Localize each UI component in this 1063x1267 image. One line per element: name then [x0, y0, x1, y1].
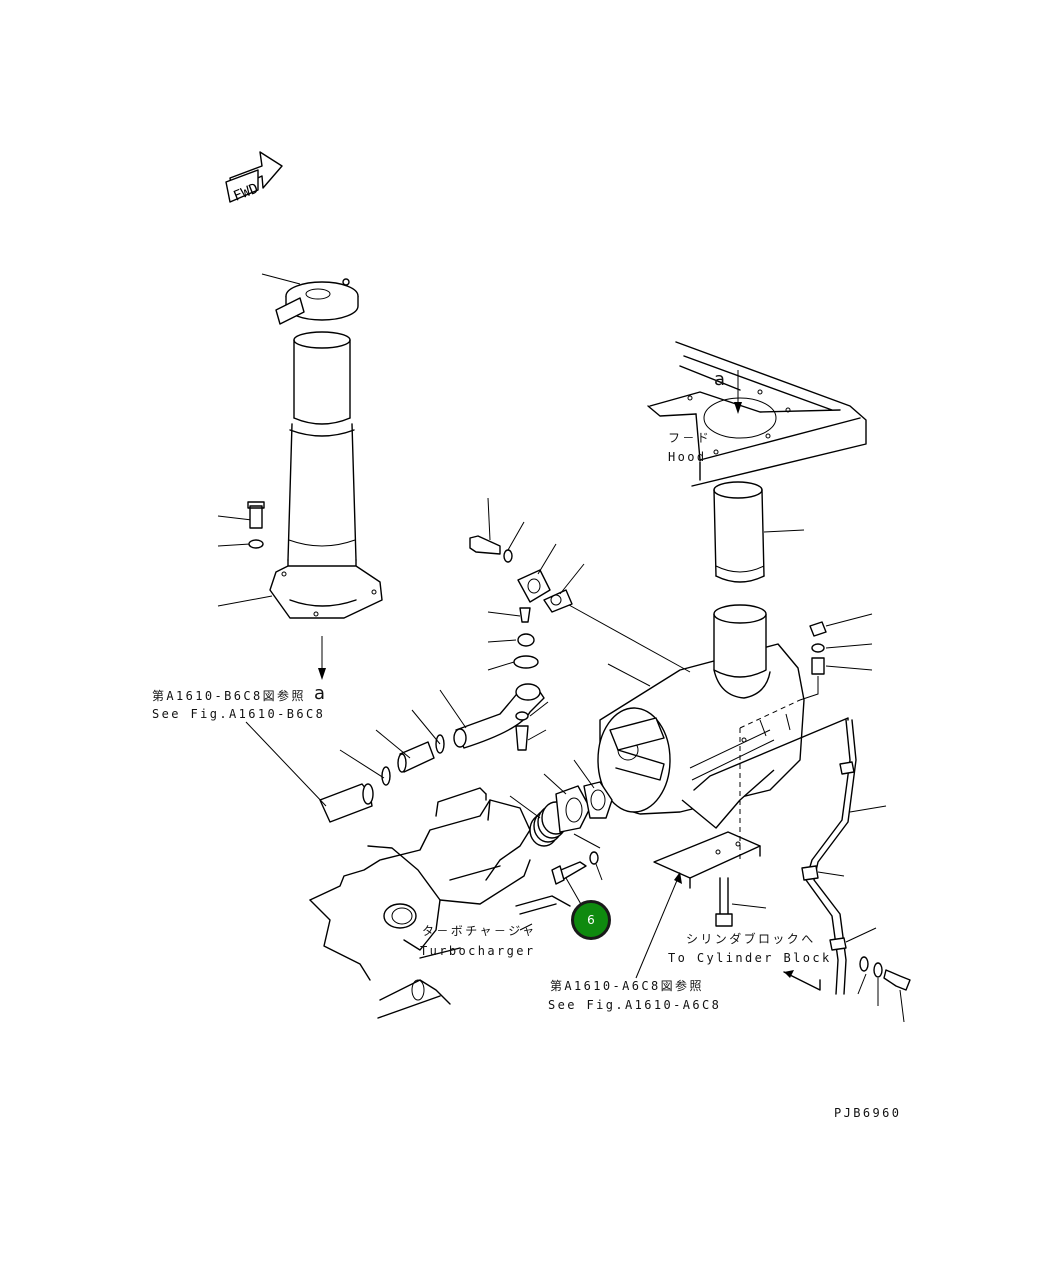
- fwd-arrow-icon: FWD: [225, 151, 283, 205]
- leader-line: [507, 521, 525, 551]
- leader-line: [573, 759, 595, 789]
- leader-line: [825, 643, 873, 649]
- hood-label-jp: フ－ド: [668, 431, 712, 445]
- leader-line: [817, 871, 845, 877]
- washer: [248, 539, 264, 549]
- leader-line: [439, 689, 467, 729]
- leader-line: [217, 515, 253, 521]
- ref-arrow: [783, 971, 821, 991]
- turbo-label-en: Turbocharger: [420, 944, 536, 958]
- stack-pipe: [269, 331, 383, 619]
- leader-line: [857, 973, 867, 995]
- ref-a6c8-label-en: See Fig.A1610-A6C8: [548, 998, 722, 1012]
- bolt-flange-set: [469, 535, 573, 669]
- ref-b6c8-label-en: See Fig.A1610-B6C8: [152, 707, 326, 721]
- ref-arrow: [635, 877, 679, 979]
- view-a-marker: a: [714, 369, 726, 390]
- leader-line: [825, 665, 873, 671]
- leader-line: [487, 611, 521, 617]
- nut-washer-spacer: [809, 621, 827, 675]
- hood-label-en: Hood: [668, 450, 707, 464]
- ref-a6c8-label-jp: 第A1610-A6C8図参照: [550, 979, 704, 993]
- leader-line: [245, 721, 327, 807]
- leader-line: [527, 729, 547, 741]
- leader-line: [849, 805, 887, 813]
- drain-tube: [801, 719, 857, 995]
- leader-line: [339, 749, 385, 779]
- leader-line: [509, 795, 541, 819]
- long-bolt: [715, 877, 733, 927]
- leader-line: [487, 639, 517, 643]
- cylinder-block-label-jp: シリンダブロックへ: [686, 932, 816, 946]
- leader-line: [529, 701, 549, 717]
- bolt-washer: [551, 851, 599, 885]
- leader-line: [537, 543, 557, 575]
- leader-line: [217, 543, 251, 547]
- elbow-pipe: [453, 683, 545, 751]
- leader-line: [595, 863, 603, 881]
- leader-line: [519, 923, 533, 931]
- leader-line: [573, 833, 601, 849]
- tail-pipe: [713, 481, 765, 583]
- leader-line: [899, 989, 905, 1023]
- part-callout-badge[interactable]: 6: [571, 900, 611, 940]
- mounting-bracket: [653, 831, 761, 889]
- bellows-gaskets: [529, 781, 613, 847]
- leader-line: [217, 595, 273, 607]
- washer-bolt-set: [859, 956, 911, 991]
- drawing-code: PJB6960: [834, 1106, 902, 1120]
- leader-line: [487, 497, 491, 541]
- leader-line: [261, 273, 301, 285]
- leader-line: [845, 927, 877, 943]
- leader-line: [607, 663, 651, 687]
- muffler: [597, 604, 805, 829]
- turbo-label-jp: タ－ボチャ－ジャ: [422, 924, 537, 938]
- leader-line: [559, 599, 691, 673]
- leader-line: [825, 613, 873, 627]
- leader-line: [543, 773, 567, 795]
- connector-pipe: [319, 783, 374, 823]
- leader-line: [559, 563, 585, 595]
- leader-line: [487, 661, 515, 671]
- leader-line: [763, 529, 805, 533]
- hood-frame: [647, 341, 867, 487]
- bolt: [247, 501, 265, 529]
- cylinder-block-label-en: To Cylinder Block: [668, 951, 832, 965]
- ref-b6c8-label-jp: 第A1610-B6C8図参照: [152, 689, 306, 703]
- leader-line: [375, 729, 411, 759]
- turbocharger: [309, 787, 571, 1019]
- leader-line: [731, 903, 767, 909]
- rain-cap: [275, 278, 359, 325]
- ref-b6c8-marker: a: [314, 683, 326, 704]
- leader-line: [565, 877, 583, 907]
- leader-line: [411, 709, 441, 745]
